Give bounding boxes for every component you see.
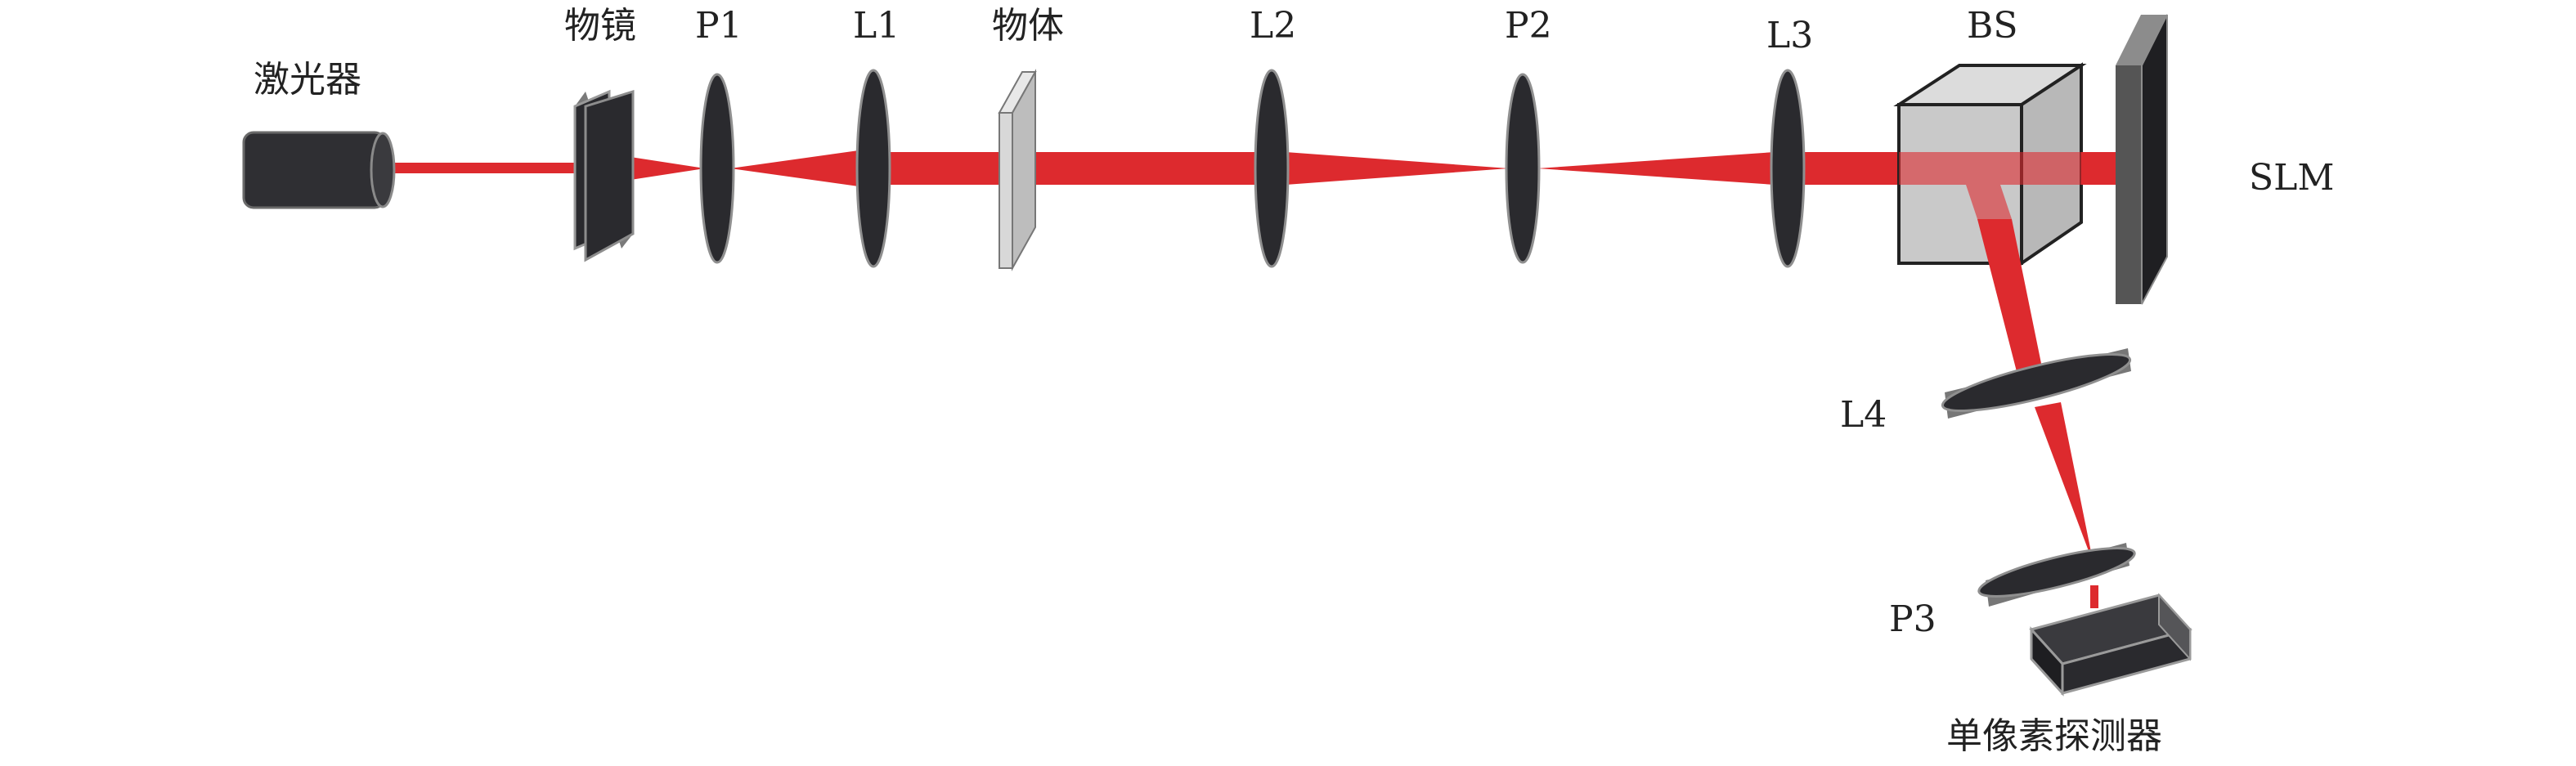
- objective-lens: 物镜: [564, 5, 636, 262]
- reflected-beam-to-detector: [2090, 585, 2098, 608]
- laser-aperture: [370, 132, 396, 208]
- detector-back-face: [2158, 593, 2191, 661]
- pinhole-p1: P1: [695, 5, 743, 264]
- laser-body: [242, 131, 386, 209]
- reflected-beam-in-bs: [1966, 185, 2012, 219]
- p1-label: P1: [695, 5, 743, 47]
- beam-segment-bs-to-slm: [2081, 152, 2116, 185]
- p2-label: P2: [1505, 5, 1552, 47]
- laser: 激光器: [242, 59, 396, 209]
- beam-segment-object-to-l2: [1030, 152, 1258, 185]
- pinhole-p3: P3: [1889, 543, 2136, 640]
- laser-label: 激光器: [254, 59, 361, 101]
- bs-label: BS: [1967, 5, 2017, 47]
- p3-label: P3: [1889, 598, 1936, 640]
- slm-label: SLM: [2249, 157, 2334, 199]
- object-plate: 物体: [992, 5, 1064, 271]
- l2-label: L2: [1250, 5, 1296, 47]
- slm-face: [2141, 14, 2168, 305]
- l1-body: [855, 69, 891, 268]
- slm-top: [2116, 15, 2167, 65]
- reflected-beam-bs-to-l4: [1977, 219, 2044, 384]
- beam-cone-p1-to-l1: [730, 150, 859, 186]
- l2-body: [1254, 69, 1290, 268]
- l3-body: [1770, 69, 1806, 268]
- objective-label: 物镜: [564, 5, 636, 47]
- object-front: [999, 112, 1013, 269]
- beam-segment-l3-to-bs: [1801, 152, 1899, 185]
- l4-label: L4: [1840, 394, 1887, 436]
- p2-disc: [1505, 73, 1541, 264]
- beam-cone-l2-to-p2: [1286, 152, 1509, 185]
- lens-l1: L1: [853, 5, 900, 268]
- pinhole-p2: P2: [1505, 5, 1552, 264]
- beam-cone-p2-to-l3: [1537, 152, 1775, 185]
- objective-front: [584, 89, 635, 262]
- slm: SLM: [2116, 14, 2334, 305]
- lens-l4: L4: [1840, 348, 2132, 436]
- l1-label: L1: [853, 5, 900, 47]
- reflected-beam-l4-to-p3: [2035, 402, 2094, 564]
- l3-label: L3: [1766, 15, 1813, 56]
- single-pixel-detector: 单像素探测器: [1946, 593, 2192, 757]
- beam-segment-l1-to-object: [886, 152, 1000, 185]
- beam-segment-laser-to-objective: [384, 163, 581, 173]
- object-face: [1012, 69, 1036, 271]
- lens-l3: L3: [1766, 15, 1813, 268]
- object-label: 物体: [992, 5, 1064, 47]
- p1-disc: [699, 73, 735, 264]
- reflected-beam: [1966, 185, 2098, 608]
- l4-body: [1941, 352, 2132, 413]
- beam-through-bs: [1899, 152, 2112, 185]
- p3-body: [1977, 547, 2136, 598]
- lens-l2: L2: [1250, 5, 1296, 268]
- beam-splitter: BS: [1893, 5, 2112, 267]
- laser-beam: [384, 150, 1899, 186]
- slm-side: [2116, 65, 2142, 304]
- detector-label: 单像素探测器: [1946, 715, 2162, 757]
